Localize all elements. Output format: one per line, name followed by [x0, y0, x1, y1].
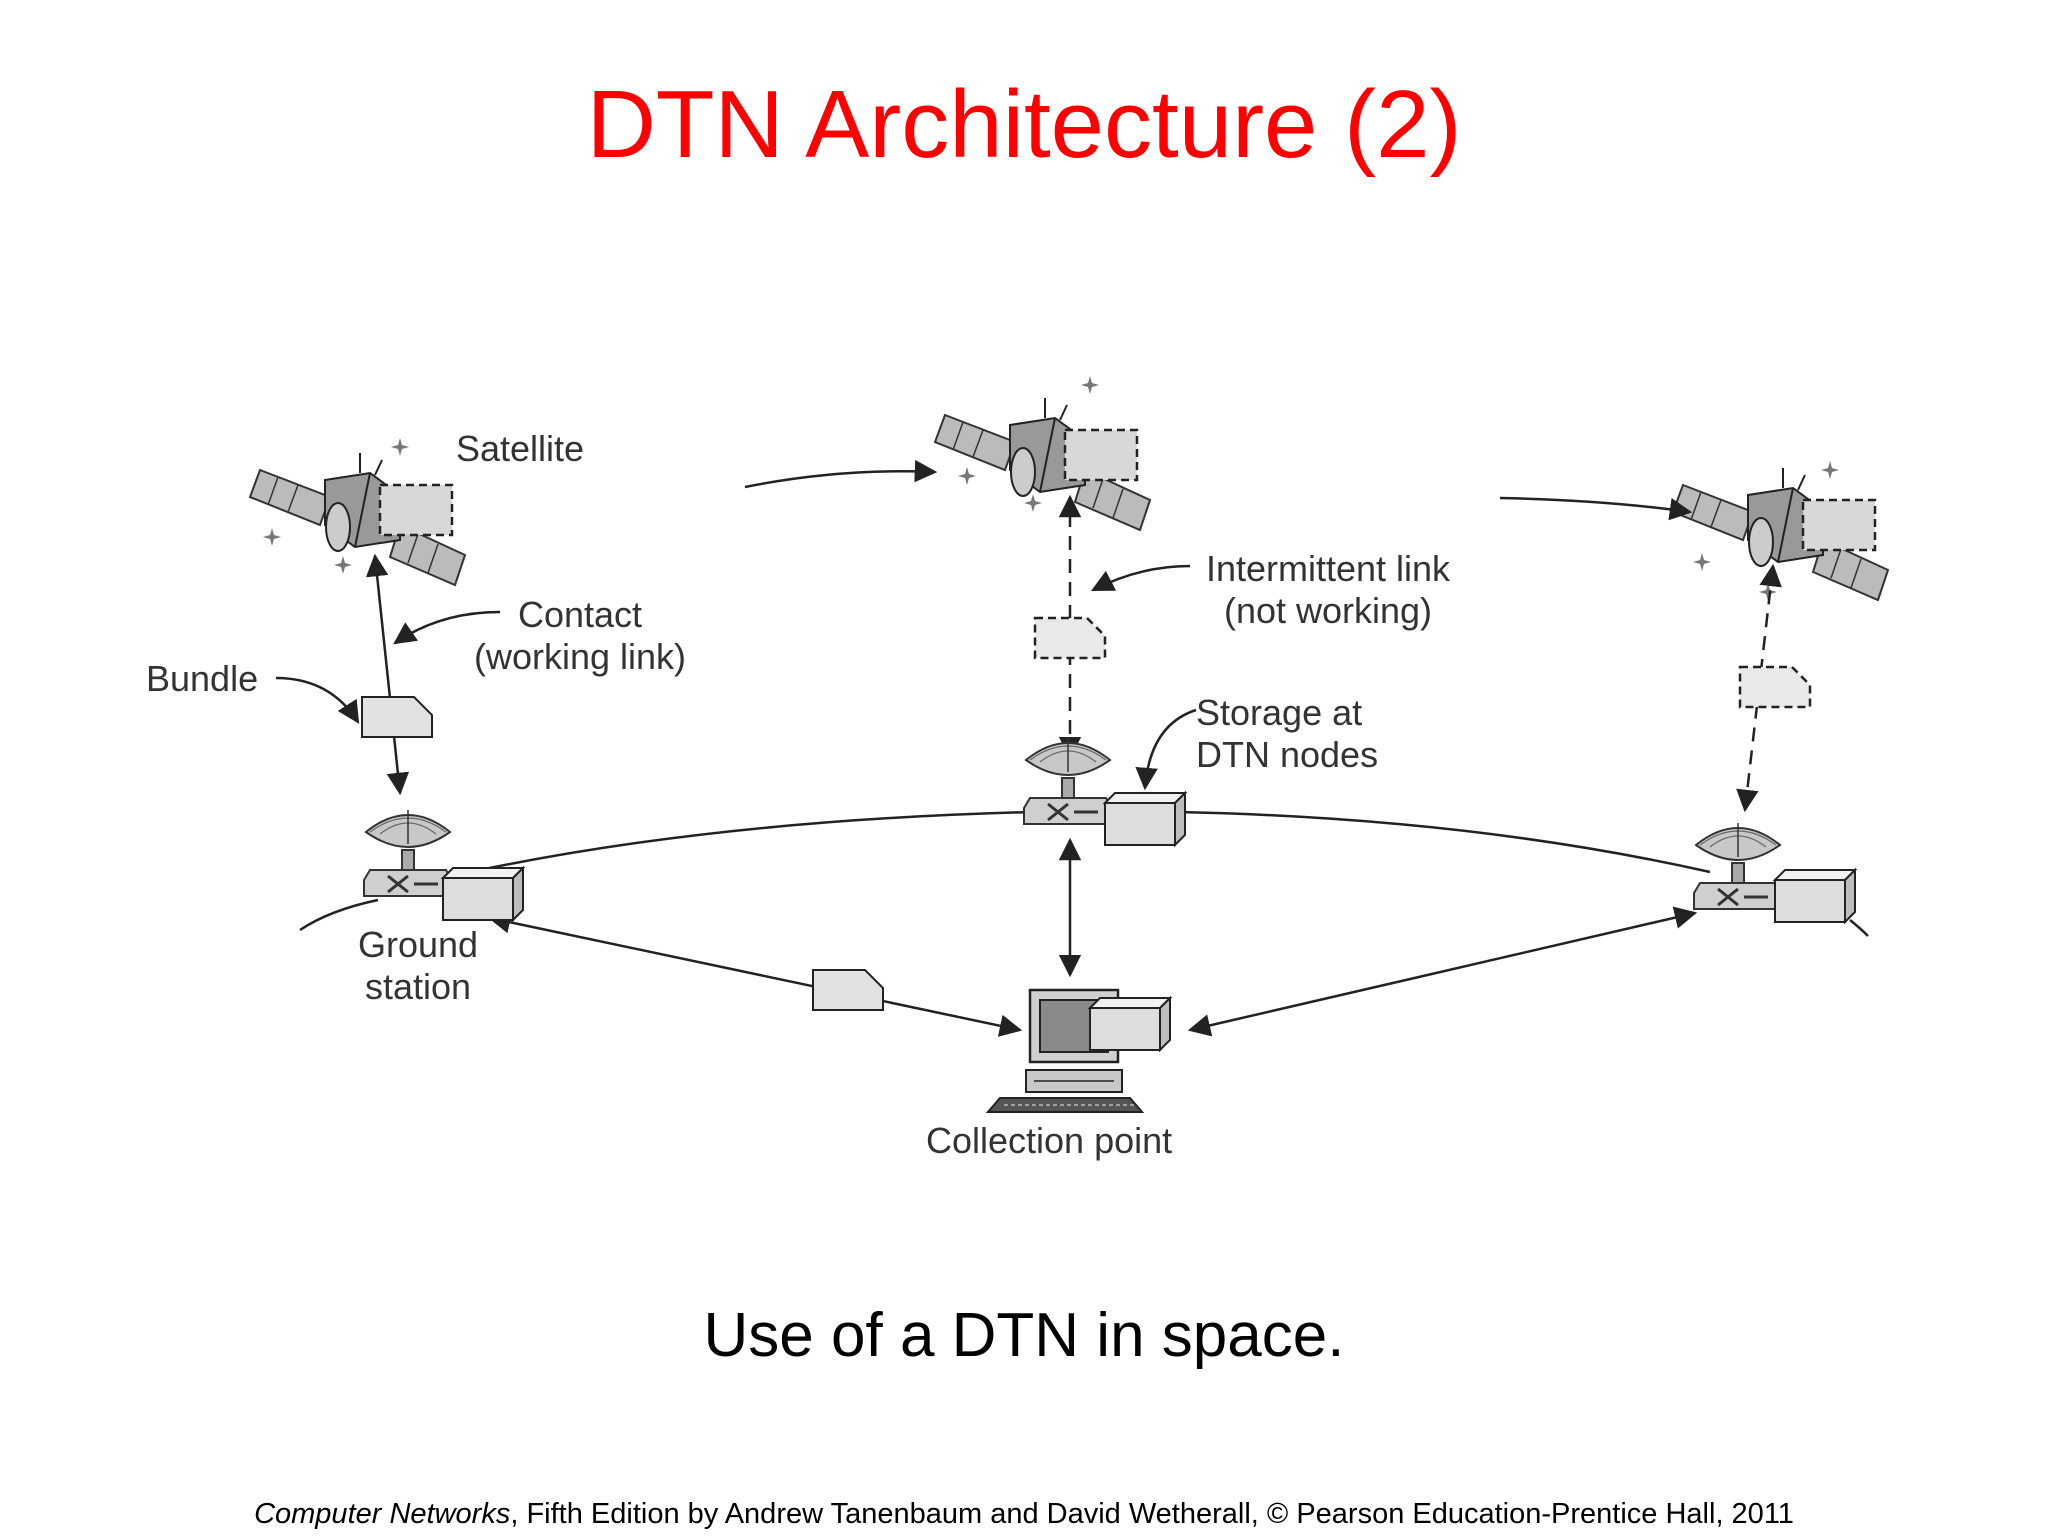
- sparkle-icon: [1693, 553, 1711, 571]
- sparkle-icon: [263, 528, 281, 546]
- bundle-icon: [812, 969, 884, 1011]
- ground-label-line1: Ground: [357, 924, 479, 965]
- sparkle-icon: [1024, 494, 1042, 512]
- contact-label: Contact (working link): [460, 594, 700, 678]
- bundle-icon: [1033, 616, 1107, 660]
- ground-to-collection-link: [487, 911, 1023, 1037]
- bundle-icon: [361, 696, 433, 738]
- orbit-arrow: [744, 459, 938, 489]
- bundle-icon: [1738, 665, 1812, 709]
- footer-credits: , Fifth Edition by Andrew Tanenbaum and …: [510, 1498, 1794, 1530]
- slide-title: DTN Architecture (2): [586, 71, 1462, 178]
- intermittent-pointer: [1090, 564, 1191, 592]
- sparkle-icon: [1081, 376, 1099, 394]
- satellite-label: Satellite: [456, 428, 585, 469]
- storage-pointer: [1135, 708, 1197, 791]
- slide-caption: Use of a DTN in space.: [703, 1301, 1345, 1370]
- ground-arc-left-edge: [299, 898, 379, 932]
- bundle-label: Bundle: [146, 658, 259, 699]
- ground-to-collection-link: [1187, 906, 1698, 1037]
- ground-arc-right: [1177, 810, 1711, 874]
- intermittent-label-line1: Intermittent link: [1205, 548, 1451, 589]
- dish-antenna-icon: [1022, 736, 1114, 826]
- storage-label-line2: DTN nodes: [1196, 734, 1379, 775]
- intermittent-label-line2: (not working): [1223, 590, 1433, 631]
- footer-book-title: Computer Networks: [254, 1498, 511, 1530]
- sparkle-icon: [334, 556, 352, 574]
- storage-box-icon: [1104, 792, 1186, 846]
- ground-label-line2: station: [364, 966, 472, 1007]
- dish-antenna-icon: [1692, 821, 1784, 911]
- contact-label-line2: (working link): [473, 636, 687, 677]
- orbit-arrow: [1499, 496, 1693, 521]
- dish-antenna-icon: [362, 808, 454, 898]
- sparkle-icon: [1821, 461, 1839, 479]
- storage-box-icon: [1089, 997, 1171, 1051]
- satellite-icon: [1671, 466, 1890, 602]
- sparkle-icon: [1759, 583, 1777, 601]
- satellite-icon: [248, 451, 467, 587]
- contact-link: [365, 553, 410, 796]
- satellite-icon: [933, 396, 1152, 532]
- contact-pointer: [393, 610, 501, 645]
- storage-box-icon: [442, 867, 524, 921]
- sparkle-icon: [958, 467, 976, 485]
- contact-label-line1: Contact: [517, 594, 643, 635]
- storage-box-icon: [1774, 869, 1856, 923]
- collection-point-label: Collection point: [926, 1120, 1173, 1161]
- ground-arc-right-edge: [1849, 919, 1869, 937]
- intermittent-link-label: Intermittent link (not working): [1188, 548, 1468, 632]
- storage-label: Storage at DTN nodes: [1196, 692, 1378, 776]
- sparkle-icon: [391, 438, 409, 456]
- slide-footer: Computer Networks, Fifth Edition by Andr…: [0, 1498, 2048, 1531]
- ground-station-label: Ground station: [338, 924, 498, 1008]
- ground-arc-left: [479, 810, 1033, 872]
- storage-label-line1: Storage at: [1196, 692, 1363, 733]
- bundle-pointer: [275, 676, 360, 724]
